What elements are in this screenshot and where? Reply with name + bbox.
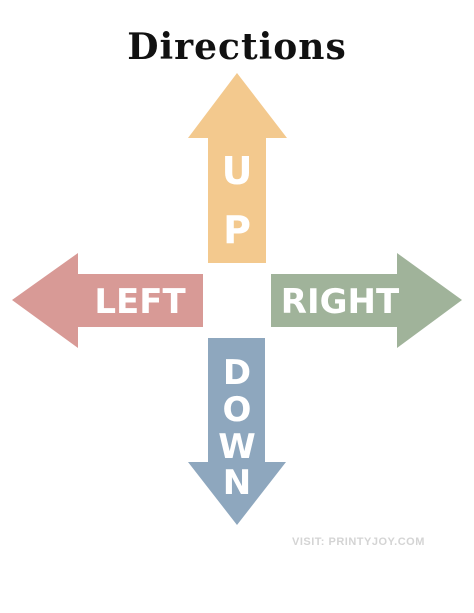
down-arrow-shape [188, 338, 286, 525]
left-arrow-label: LEFT [94, 282, 186, 322]
down-arrow-label-letter: N [223, 463, 251, 503]
up-arrow-label-letter: P [223, 208, 251, 252]
left-arrow-shape [12, 253, 203, 348]
left-arrow: LEFT [12, 253, 203, 348]
down-arrow: D O W N [188, 338, 286, 525]
down-arrow-label-letter: O [223, 390, 252, 430]
up-arrow-shape [188, 73, 287, 263]
up-arrow: U P [188, 73, 287, 263]
page-title: Directions [127, 26, 347, 68]
right-arrow-shape [271, 253, 462, 348]
right-arrow: RIGHT [271, 253, 462, 348]
up-arrow-label-letter: U [222, 149, 253, 193]
right-arrow-label: RIGHT [281, 282, 400, 322]
down-arrow-label-letter: D [223, 353, 251, 393]
watermark-text: VISIT: PRINTYJOY.COM [292, 536, 425, 548]
down-arrow-label-letter: W [218, 427, 256, 467]
